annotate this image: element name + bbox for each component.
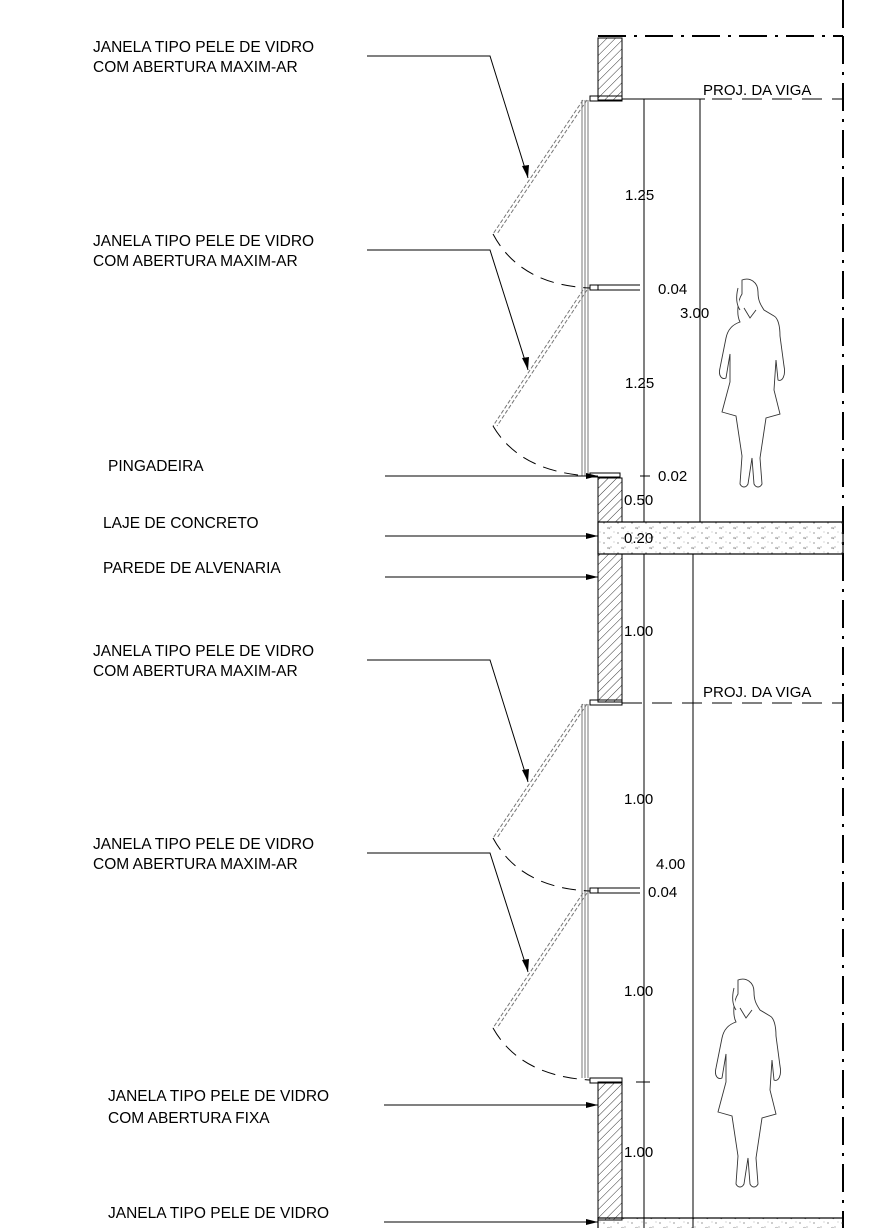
dimension-lines [622,98,705,1228]
concrete-slab [597,521,844,555]
glazing-upper [581,100,640,478]
dim-upper-gap-sill: 0.02 [658,468,687,485]
dim-upper-pane-top: 1.25 [625,187,654,204]
note-window-maxim-ar-1-line2: COM ABERTURA MAXIM-AR [93,59,298,76]
dim-lower-pane-top: 1.00 [624,791,653,808]
note-window-maxim-ar-3-line2: COM ABERTURA MAXIM-AR [93,663,298,680]
note-window-maxim-ar-4-line2: COM ABERTURA MAXIM-AR [93,856,298,873]
dim-lower-total: 4.00 [656,856,685,873]
note-window-maxim-ar-3-line1: JANELA TIPO PELE DE VIDRO [93,643,314,660]
section-border [598,0,844,1228]
note-window-fixed-line2: COM ABERTURA FIXA [108,1110,270,1127]
note-window-maxim-ar-4-line1: JANELA TIPO PELE DE VIDRO [93,836,314,853]
dim-lower-pane-bottom: 1.00 [624,983,653,1000]
dim-upper-sill: 0.50 [624,492,653,509]
sill-wall-lower [597,1081,623,1221]
dim-lower-gap-mid: 0.04 [648,884,677,901]
maxim-ar-sashes-upper [492,99,591,477]
leader-lines [367,55,598,1225]
proj-viga-label-lower: PROJ. DA VIGA [703,684,811,701]
person-figure-lower [715,978,781,1188]
glazing-lower [581,704,640,1084]
dim-upper-pane-bottom: 1.25 [625,375,654,392]
note-parede: PAREDE DE ALVENARIA [103,560,281,577]
note-pingadeira: PINGADEIRA [108,458,204,475]
note-window-bottom: JANELA TIPO PELE DE VIDRO [108,1205,329,1222]
dim-lower-wall-top: 1.00 [624,623,653,640]
wall-below-slab [597,553,623,703]
note-window-maxim-ar-1-line1: JANELA TIPO PELE DE VIDRO [93,39,314,56]
dim-slab: 0.20 [624,530,653,547]
note-window-maxim-ar-2-line1: JANELA TIPO PELE DE VIDRO [93,233,314,250]
note-window-fixed-line1: JANELA TIPO PELE DE VIDRO [108,1088,329,1105]
dim-upper-total: 3.00 [680,305,709,322]
proj-viga-label-upper: PROJ. DA VIGA [703,82,811,99]
dim-lower-wall-bottom: 1.00 [624,1144,653,1161]
dim-upper-gap-mid: 0.04 [658,281,687,298]
maxim-ar-sashes-lower [492,703,591,1081]
note-window-maxim-ar-2-line2: COM ABERTURA MAXIM-AR [93,253,298,270]
concrete-slab-bottom [597,1217,844,1228]
sill-wall-upper [597,477,623,523]
person-figure-upper [719,278,785,488]
note-laje: LAJE DE CONCRETO [103,515,259,532]
wall-head-upper [597,37,623,101]
